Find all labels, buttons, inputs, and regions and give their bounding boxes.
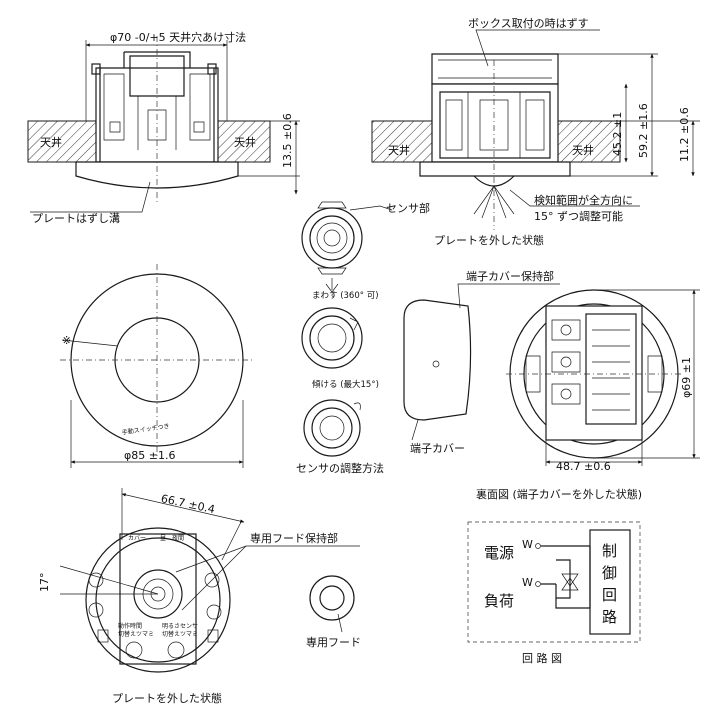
side-ceiling-label-left: 天井 [388,143,410,157]
knob-right-1: 明るさセンサ [162,623,198,630]
back-view: φ69 ±1 48.7 ±0.6 裏面図 (端子カバーを外した状態) [476,289,700,501]
circuit-caption: 回 路 図 [522,652,562,665]
bottom-outer [85,527,231,673]
range-note-1: 検知範囲が全方向に [534,193,633,207]
side-plate [419,161,571,177]
control-char-4: 路 [602,608,617,626]
plate-diameter: φ85 ±1.6 [124,449,175,462]
control-char-3: 回 [602,586,617,604]
dim-11: 11.2 ±0.6 [678,107,691,162]
small-label-night: 夜間 [172,534,184,542]
range-note-2: 15° ずつ調整可能 [534,209,623,223]
hood-holder-label: 専用フード保持部 [250,531,338,545]
bottom-angle: 17° [38,573,51,593]
sensor-adjust-caption: センサの調整方法 [296,461,384,475]
circuit-diagram: 電源 負荷 W W 制 御 回 路 回 路 図 [467,521,641,665]
control-circuit-box [589,529,631,635]
sensor-adjust-views: センサ部 まわす (360° 可) 傾ける (最大15°) センサの調整方法 [296,201,430,475]
terminal-w-2: W [522,576,533,589]
box-removal-note: ボックス取付の時はずす [468,17,589,30]
cutout-dim-label: φ70 -0/+5 天井穴あけ寸法 [110,30,246,44]
cover-holder-label: 端子カバー保持部 [466,269,554,283]
plate-mark: ※ [62,334,71,347]
control-char-2: 御 [602,564,617,582]
knob-left-2: 切替えツマミ [118,630,154,638]
ceiling-hatch-right [217,120,271,163]
circuit-load: 負荷 [484,592,514,610]
plate-front-view: ※ 手動スイッチつき φ85 ±1.6 [60,264,254,468]
control-char-1: 制 [602,542,617,560]
tilt-label: 傾ける (最大15°) [312,379,379,390]
terminal-w-1: W [522,538,533,551]
sensor-part-label: センサ部 [386,201,430,215]
mounting-box [431,53,559,85]
side-ceiling-hatch-left [371,120,433,163]
back-caption: 裏面図 (端子カバーを外した状態) [476,487,642,501]
small-label-day: 昼 [160,535,166,542]
terminal-cover-view: 端子カバー保持部 端子カバー [403,269,560,455]
hood-outer [309,575,355,621]
back-terminal-block [545,305,643,441]
back-diameter: φ69 ±1 [680,357,693,398]
hood-view: 専用フード [306,575,361,649]
ceiling-hatch-left [27,120,97,163]
sensor-top [301,207,363,269]
bottom-width-dim: 66.7 ±0.4 [160,492,216,516]
small-label-cover: カバー [128,535,146,542]
circuit-supply: 電源 [484,544,514,562]
front-section-view: φ70 -0/+5 天井穴あけ寸法 天井 天井 13.5 ±0.6 プレートはず… [27,30,300,225]
dim-45: 45.2 ±1 [611,112,624,156]
ceiling-label-left: 天井 [40,135,62,149]
rotate-label: まわす (360° 可) [312,291,379,301]
terminal-cover-body [403,299,472,421]
side-caption: プレートを外した状態 [434,233,544,247]
front-height-dim: 13.5 ±0.6 [281,113,294,168]
knob-right-2: 切替えツマミ [162,630,198,638]
back-width: 48.7 ±0.6 [556,460,611,473]
bottom-caption: プレートを外した状態 [112,691,222,705]
circuit-frame [467,521,641,643]
plate-groove-label: プレートはずし溝 [32,212,120,225]
sensor-middle [301,307,363,369]
knob-left-1: 動作時間 [118,622,142,630]
terminal-cover-label: 端子カバー [410,442,465,455]
hood-label: 専用フード [306,636,361,649]
side-ceiling-label-right: 天井 [572,143,594,157]
side-section-view: ボックス取付の時はずす 天井 天井 45.2 ±1 59.2 ±1.6 11.2… [371,17,700,247]
ceiling-label-right: 天井 [234,135,256,149]
dim-59: 59.2 ±1.6 [637,103,650,158]
